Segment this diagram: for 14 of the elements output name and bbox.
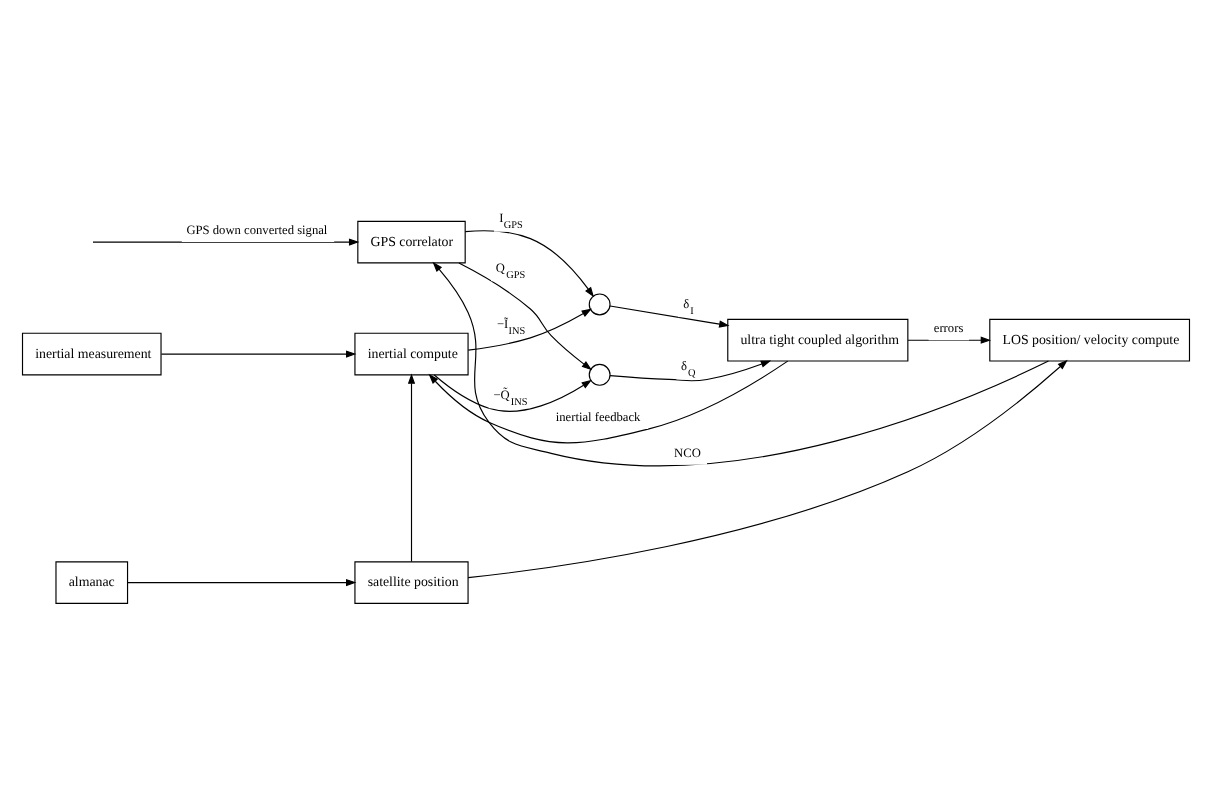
arrow (467, 308, 592, 351)
arrow (92, 238, 360, 246)
arrow (407, 373, 416, 563)
arrow (907, 336, 992, 344)
arrow (428, 360, 789, 444)
arrow (458, 262, 593, 371)
node-circle (588, 293, 611, 316)
arrow (160, 350, 357, 358)
node-circle (588, 363, 611, 386)
arrow (609, 360, 772, 382)
arrow (464, 230, 595, 298)
arrow (127, 578, 357, 587)
arrow (609, 305, 730, 328)
arrow (467, 359, 1068, 579)
